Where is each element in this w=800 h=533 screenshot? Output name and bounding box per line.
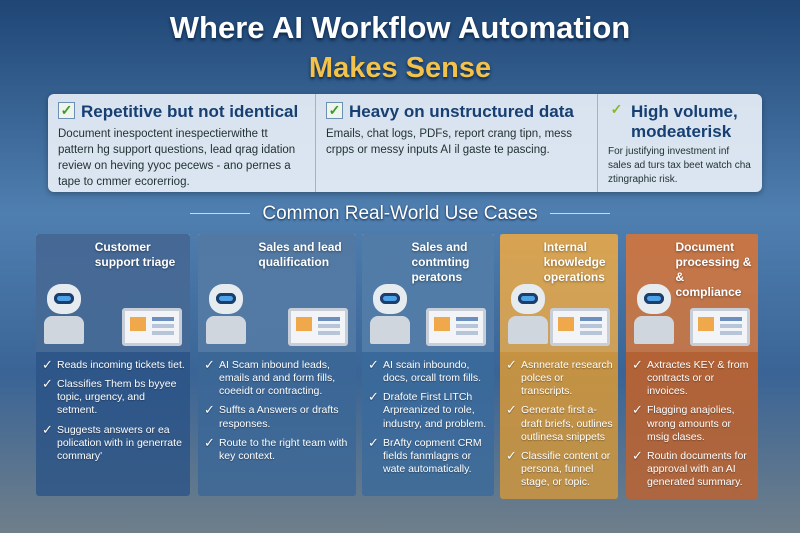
use-case-item: BrAfty copment CRM fields fanmlagns or w…: [368, 435, 490, 476]
title-line-2: Makes Sense: [308, 52, 492, 84]
monitor-icon: [288, 308, 348, 346]
use-case-title: Document processing & & compliance: [675, 240, 752, 299]
robot-icon: [508, 284, 548, 344]
use-case-card: Customer support triageReads incoming ti…: [36, 234, 190, 496]
use-case-card: Sales and lead qualification AI Scam inbo…: [198, 234, 356, 496]
criterion-unstructured: ✓ Heavy on unstructured data Emails, chat…: [316, 94, 598, 192]
monitor-icon: [550, 308, 610, 346]
robot-icon: [44, 284, 84, 344]
title-line-1: Where AI Workflow Automation: [169, 10, 631, 45]
use-case-illustration: Sales and lead qualification: [198, 234, 356, 352]
use-case-item: Generate first a-draft briefs, outlines …: [506, 402, 614, 443]
criterion-text: Emails, chat logs, PDFs, report crang ti…: [326, 127, 573, 156]
monitor-icon: [690, 308, 750, 346]
criterion-text: For justifying investment inf sales ad t…: [608, 146, 751, 186]
use-case-illustration: Sales and contmting peratons: [362, 234, 494, 352]
use-case-item: Suggests answers or ea polication with i…: [42, 421, 186, 463]
use-case-card: Internal knowledge operationsAsnnerate r…: [500, 234, 618, 500]
use-case-item: Drafote First LITCh Arpreanized to role,…: [368, 389, 490, 430]
criterion-volume: ✓ High volume, modeaterisk For justifying…: [598, 94, 762, 192]
criterion-heading: Repetitive but not identical: [81, 102, 299, 121]
use-case-title: Internal knowledge operations: [543, 240, 606, 284]
criteria-panel: ✓ Repetitive but not identical Document i…: [48, 94, 762, 192]
robot-icon: [206, 284, 246, 344]
use-case-item: Reads incoming tickets tiet.: [42, 357, 186, 373]
use-case-item: Classifie content or persona, funnel sta…: [506, 448, 614, 489]
use-case-title: Sales and contmting peratons: [411, 240, 470, 284]
section-title: Common Real-World Use Cases: [0, 203, 800, 225]
use-case-item: AI Scam inbound leads, emails and and fo…: [204, 357, 352, 398]
monitor-icon: [426, 308, 486, 346]
use-case-item: Axtractes KEY & from contracts or or inv…: [632, 357, 754, 398]
robot-icon: [370, 284, 410, 344]
use-case-illustration: Document processing & & compliance: [626, 234, 758, 352]
use-case-title: Sales and lead qualification: [258, 240, 342, 269]
use-case-illustration: Internal knowledge operations: [500, 234, 618, 352]
check-icon: ✓: [610, 101, 623, 117]
criterion-repetitive: ✓ Repetitive but not identical Document i…: [48, 94, 316, 192]
criterion-text: Document inespoctent inespectierwithe tt…: [58, 127, 296, 188]
robot-icon: [634, 284, 674, 344]
use-case-item: Asnnerate research polces or transcripts…: [506, 357, 614, 398]
checkbox-icon: ✓: [326, 102, 343, 119]
use-case-item: Routin documents for approval with an AI…: [632, 448, 754, 489]
use-case-card: Sales and contmting peratons AI scain inb…: [362, 234, 494, 496]
use-case-item: Suffts a Answers or drafts responses.: [204, 402, 352, 430]
criterion-heading: High volume, modeaterisk: [631, 102, 738, 141]
checkbox-icon: ✓: [58, 102, 75, 119]
use-case-item: Route to the right team with key context…: [204, 435, 352, 463]
use-case-item: AI scain inboundo, docs, orcall trom fil…: [368, 357, 490, 385]
use-case-item: Classifies Them bs byyee topic, urgency,…: [42, 376, 186, 417]
criterion-heading: Heavy on unstructured data: [349, 102, 574, 121]
monitor-icon: [122, 308, 182, 346]
use-case-illustration: Customer support triage: [36, 234, 190, 352]
use-case-item: Flagging anajolies, wrong amounts or msi…: [632, 402, 754, 443]
use-case-title: Customer support triage: [94, 240, 176, 269]
use-case-card: Document processing & & complianceAxtrac…: [626, 234, 758, 500]
